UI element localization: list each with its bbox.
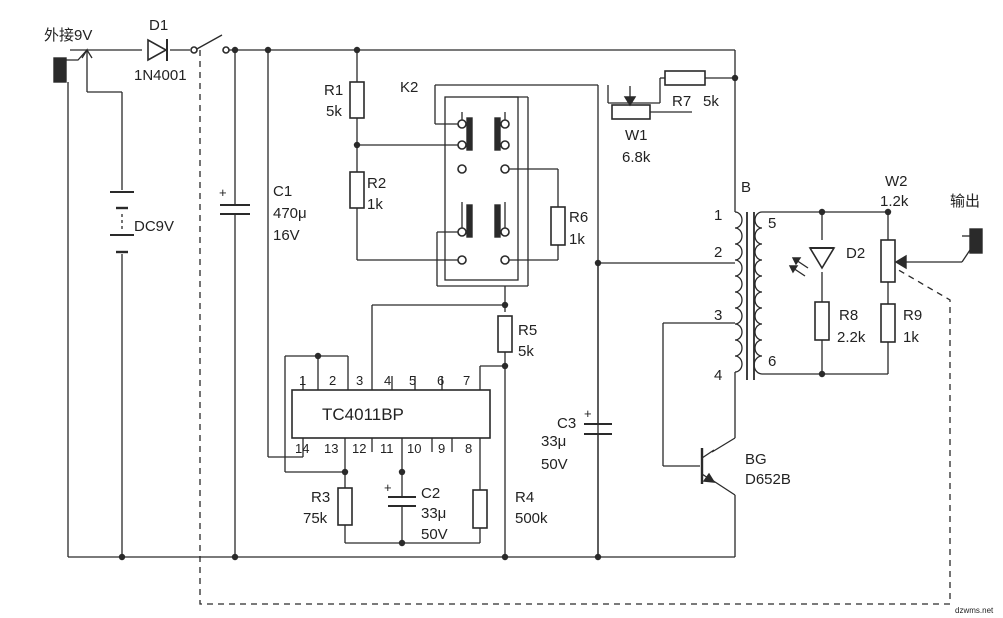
label-d1-part: 1N4001 — [134, 67, 187, 84]
ic-pin-stubs — [302, 376, 453, 457]
relay-k2-contacts — [457, 112, 510, 265]
watermark: dzwms.net — [955, 606, 994, 615]
label-c2-value: 33μ — [421, 505, 446, 522]
transformer-b — [734, 211, 763, 380]
ic-pin-top: 3 — [356, 373, 363, 388]
svg-text:+: + — [219, 185, 227, 200]
resistor-r5 — [497, 315, 513, 353]
ic-tc4011bp — [291, 389, 491, 439]
ic-pin-top: 4 — [384, 373, 391, 388]
label-w2-name: W2 — [885, 173, 908, 190]
battery-dc9v — [110, 191, 134, 254]
label-c1-name: C1 — [273, 183, 292, 200]
potentiometer-w2 — [880, 239, 907, 283]
capacitor-c1: + — [219, 185, 250, 215]
transformer-pin: 4 — [714, 367, 722, 384]
label-c2-voltage: 50V — [421, 526, 448, 543]
dc-input-jack — [53, 48, 93, 83]
label-r2-name: R2 — [367, 175, 386, 192]
transformer-pin: 5 — [768, 215, 776, 232]
label-k2-name: K2 — [400, 79, 418, 96]
label-bg-name: BG — [745, 451, 767, 468]
label-r1-name: R1 — [324, 82, 343, 99]
label-c3-voltage: 50V — [541, 456, 568, 473]
led-d2 — [788, 247, 836, 277]
svg-text:+: + — [384, 480, 392, 495]
junction-dots — [118, 46, 892, 561]
label-r1-value: 5k — [326, 103, 342, 120]
label-ext-power: 外接9V — [44, 27, 92, 44]
label-r9-value: 1k — [903, 329, 919, 346]
label-r9-name: R9 — [903, 307, 922, 324]
svg-text:+: + — [584, 406, 592, 421]
label-r5-value: 5k — [518, 343, 534, 360]
label-w2-value: 1.2k — [880, 193, 909, 210]
label-d2-name: D2 — [846, 245, 865, 262]
label-d1-name: D1 — [149, 17, 168, 34]
label-c2-name: C2 — [421, 485, 440, 502]
resistor-r9 — [880, 303, 896, 343]
label-r8-name: R8 — [839, 307, 858, 324]
ic-pin-bottom: 14 — [295, 441, 309, 456]
transformer-pin: 2 — [714, 244, 722, 261]
resistor-r7 — [664, 70, 706, 86]
label-bg-part: D652B — [745, 471, 791, 488]
ganged-switch-link — [199, 50, 951, 605]
label-c3-value: 33μ — [541, 433, 566, 450]
transformer-pin: 6 — [768, 353, 776, 370]
resistor-r4 — [472, 489, 488, 529]
resistor-r3 — [337, 487, 353, 526]
label-r3-value: 75k — [303, 510, 328, 527]
ic-pin-bottom: 13 — [324, 441, 338, 456]
component-labels: 外接9V D1 1N4001 DC9V C1 470μ 16V R1 5k R2… — [44, 17, 994, 615]
power-switch — [190, 46, 230, 54]
resistor-r2 — [349, 171, 365, 209]
transformer-pin: 1 — [714, 207, 722, 224]
ic-pin-top: 5 — [409, 373, 416, 388]
label-r3-name: R3 — [311, 489, 330, 506]
resistor-r8 — [814, 301, 830, 341]
label-r5-name: R5 — [518, 322, 537, 339]
label-r4-value: 500k — [515, 510, 548, 527]
transformer-pin-numbers: 1 2 3 4 5 6 — [714, 207, 776, 384]
label-r7-value: 5k — [703, 93, 719, 110]
resistor-r1 — [349, 81, 365, 119]
label-transformer: B — [741, 179, 751, 196]
label-r6-value: 1k — [569, 231, 585, 248]
label-w1-value: 6.8k — [622, 149, 651, 166]
label-w1-name: W1 — [625, 127, 648, 144]
label-output: 输出 — [950, 193, 980, 210]
label-battery: DC9V — [134, 218, 174, 235]
transformer-pin: 3 — [714, 307, 722, 324]
transistor-bg — [700, 448, 716, 484]
ic-pin-top: 1 — [299, 373, 306, 388]
ic-pin-numbers: 1 2 3 4 5 6 7 14 13 12 11 10 9 8 — [295, 373, 472, 456]
diode-d1 — [147, 38, 168, 62]
ic-pin-bottom: 12 — [352, 441, 366, 456]
label-r7-name: R7 — [672, 93, 691, 110]
ic-pin-bottom: 8 — [465, 441, 472, 456]
output-jack — [962, 228, 983, 254]
potentiometer-w1 — [611, 86, 651, 120]
capacitor-c3: + — [584, 406, 612, 557]
ic-pin-top: 2 — [329, 373, 336, 388]
label-r2-value: 1k — [367, 196, 383, 213]
ic-pin-top: 7 — [463, 373, 470, 388]
ic-pin-top: 6 — [437, 373, 444, 388]
resistor-r6 — [550, 206, 566, 246]
capacitor-c2: + — [384, 480, 416, 507]
ic-pin-bottom: 11 — [380, 441, 394, 456]
label-r8-value: 2.2k — [837, 329, 866, 346]
ic-pin-bottom: 9 — [438, 441, 445, 456]
label-r6-name: R6 — [569, 209, 588, 226]
wiring — [67, 34, 971, 558]
label-c1-voltage: 16V — [273, 227, 300, 244]
label-r4-name: R4 — [515, 489, 534, 506]
label-c3-name: C3 — [557, 415, 576, 432]
ic-pin-bottom: 10 — [407, 441, 421, 456]
label-ic-name: TC4011BP — [322, 405, 404, 424]
label-c1-value: 470μ — [273, 205, 307, 222]
